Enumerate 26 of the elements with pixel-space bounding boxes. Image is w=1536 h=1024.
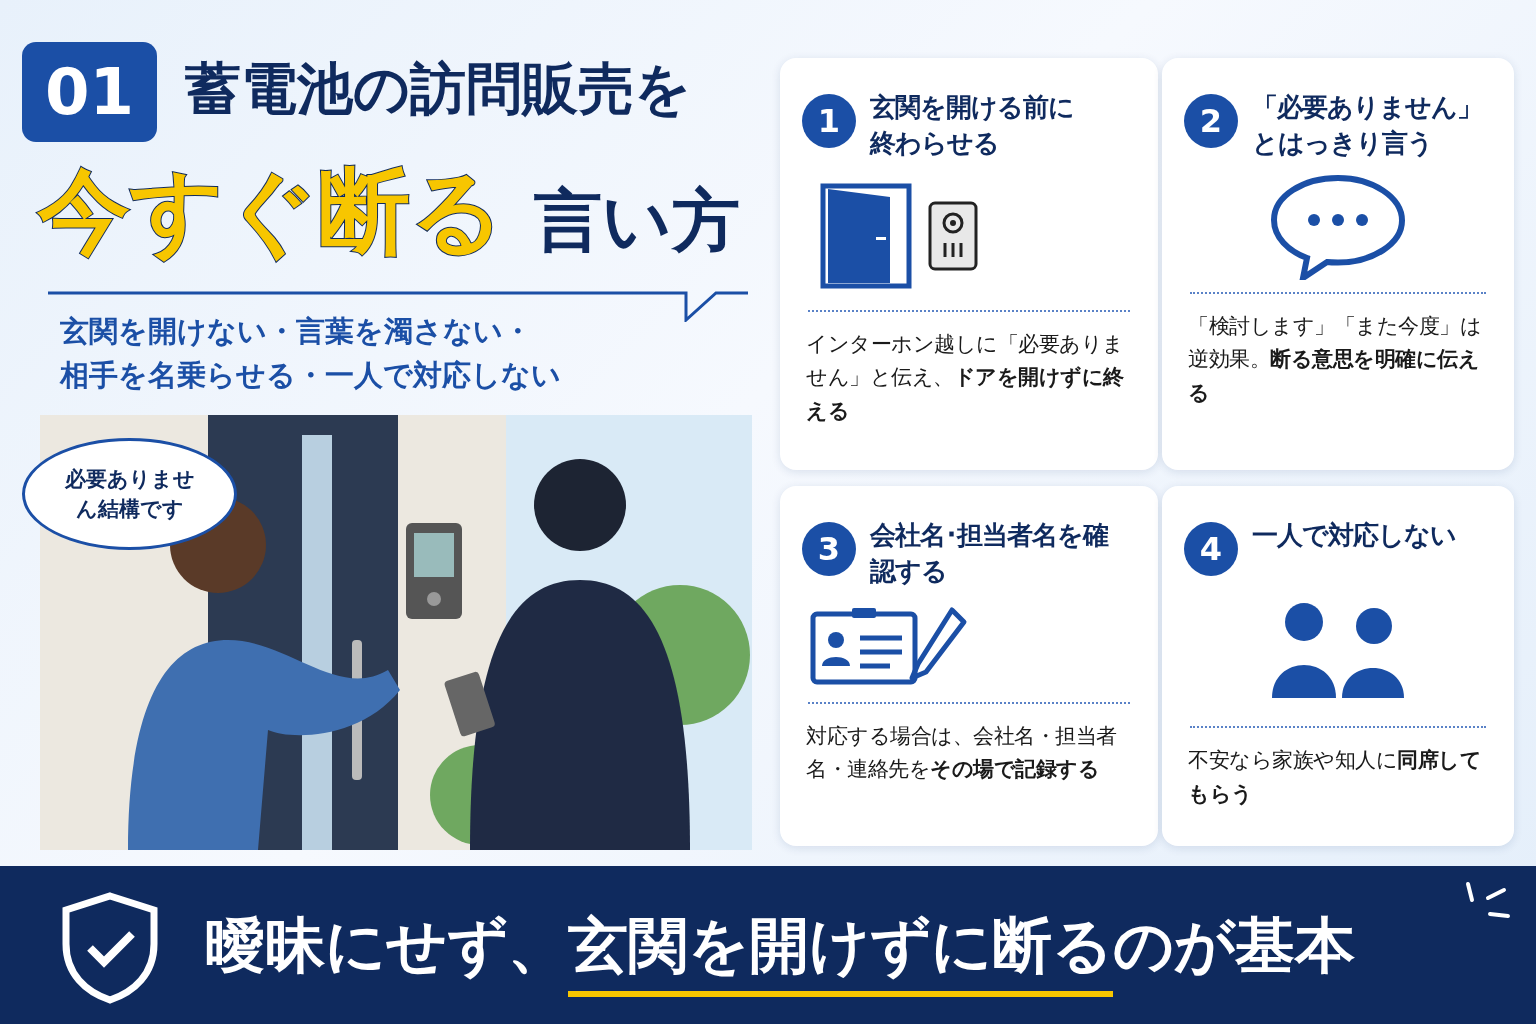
step-number: 3 xyxy=(802,522,856,576)
tip-card xyxy=(780,486,1158,846)
card-heading: 「必要ありません」とはっきり言う xyxy=(1252,91,1483,160)
tip-card xyxy=(780,58,1158,470)
tip-card xyxy=(1162,486,1514,846)
step-number: 1 xyxy=(802,94,856,148)
step-number: 2 xyxy=(1184,94,1238,148)
summary-text: 曖昧にせず、 xyxy=(205,909,568,982)
summary-highlight: 玄関を開けずに断る xyxy=(568,906,1113,997)
card-heading: 玄関を開ける前に終わらせる xyxy=(870,91,1075,160)
summary-text: のが基本 xyxy=(1113,909,1355,982)
tip-card xyxy=(1162,58,1514,470)
number-badge: 01 xyxy=(22,42,157,142)
card-heading: 会社名･担当者名を確認する xyxy=(870,519,1110,588)
card-text: インターホン越しに「必要ありません」と伝え、ドアを開けずに終える xyxy=(805,330,1125,425)
card-heading: 一人で対応しない xyxy=(1252,519,1456,552)
step-number: 4 xyxy=(1184,522,1238,576)
card-text: 「検討します」「また今度」は逆効果。断る意思を明確に伝える xyxy=(1187,312,1482,407)
speech-text: 必要ありません結構です xyxy=(63,465,196,523)
subtitle-text: 玄関を開けない・言葉を濁さない・ xyxy=(60,313,532,350)
title-text: 言い方 xyxy=(534,180,740,262)
subtitle-text: 相手を名乗らせる・一人で対応しない xyxy=(60,357,561,394)
card-text: 不安なら家族や知人に同席してもらう xyxy=(1187,747,1482,808)
card-text: 対応する場合は、会社名・担当者名・連絡先をその場で記録する xyxy=(805,722,1118,784)
title-highlight: 今すぐ断る xyxy=(38,157,504,267)
title-text: 蓄電池の訪問販売を xyxy=(185,55,691,123)
